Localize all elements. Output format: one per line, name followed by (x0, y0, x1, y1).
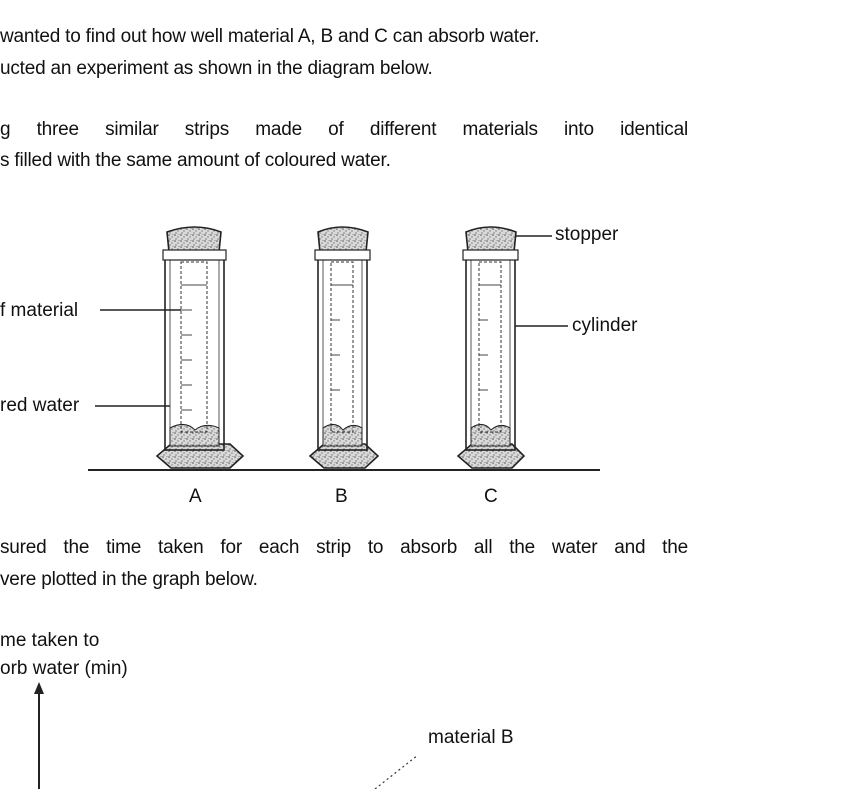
strip-label: f material (0, 300, 79, 321)
intro-line-2: ucted an experiment as shown in the diag… (0, 58, 433, 79)
material-b-annotation: material B (428, 727, 514, 748)
graph-ylabel-line-2: orb water (min) (0, 658, 128, 679)
material-b-leader (374, 754, 419, 789)
cylinder-c-stopper (465, 226, 517, 253)
cylinder-c-tube (465, 251, 516, 451)
cylinder-a-name: A (189, 486, 202, 507)
cylinder-b-strip (330, 261, 354, 433)
intro-line-1: wanted to find out how well material A, … (0, 26, 540, 47)
cylinder-b-name: B (335, 486, 348, 507)
cylinder-c-name: C (484, 486, 498, 507)
cylinder-c-base (456, 443, 526, 469)
cylinder-c-water (470, 424, 511, 447)
cylinder-b-tube (317, 251, 368, 451)
cylinder-label: cylinder (572, 315, 638, 336)
cylinder-a-stopper (166, 226, 222, 253)
stopper-label: stopper (555, 224, 619, 245)
cylinder-a (155, 226, 245, 469)
cylinder-b (308, 226, 380, 469)
graph-y-axis-arrow (34, 682, 44, 694)
water-label: red water (0, 395, 80, 416)
cylinder-b-stopper (317, 226, 369, 253)
result-line-1: sured the time taken for each strip to a… (0, 537, 688, 558)
result-line-2: vere plotted in the graph below. (0, 569, 258, 590)
graph-ylabel-line-1: me taken to (0, 630, 100, 651)
cylinder-a-tube (164, 251, 225, 451)
cylinder-a-base (155, 443, 245, 469)
cylinder-c-strip (478, 261, 502, 433)
cylinder-a-water (169, 424, 220, 447)
cylinder-b-water (322, 424, 363, 447)
cylinder-c (456, 226, 526, 469)
cylinder-a-strip (180, 261, 208, 433)
method-line-2: s filled with the same amount of coloure… (0, 150, 391, 171)
method-line-1: g three similar strips made of different… (0, 119, 688, 140)
